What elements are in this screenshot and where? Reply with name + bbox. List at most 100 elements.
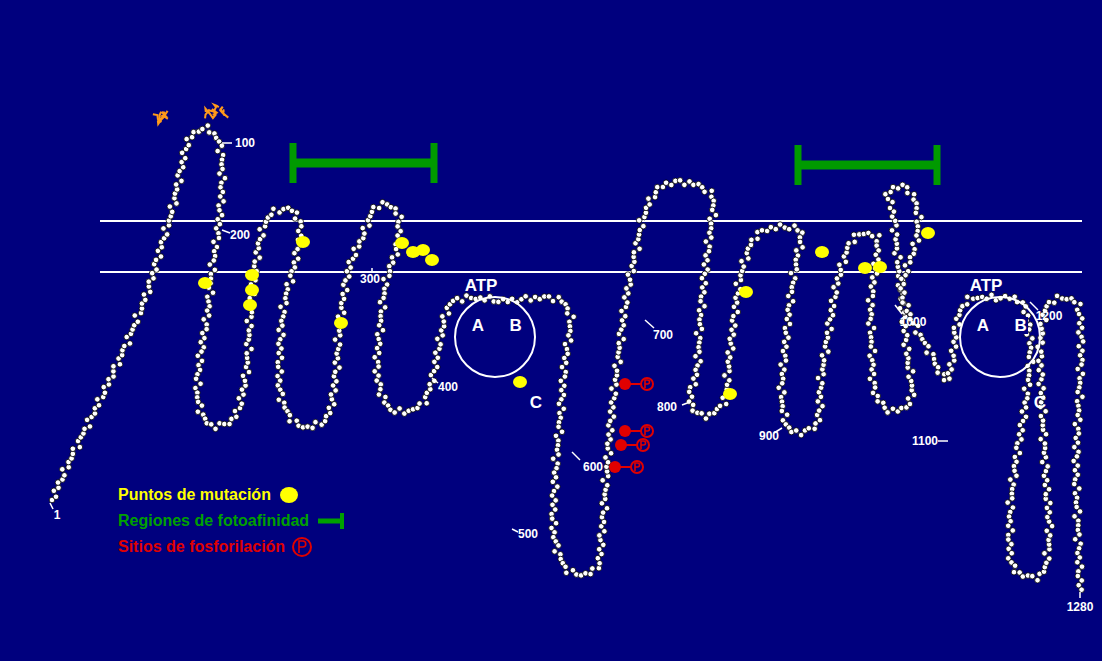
glycosylation (220, 107, 228, 118)
amino-acid (351, 246, 357, 252)
tick-mark (432, 378, 438, 383)
amino-acid (783, 358, 789, 364)
amino-acid (127, 341, 133, 347)
residue-number: 800 (657, 401, 677, 413)
amino-acid (906, 302, 912, 308)
amino-acid (588, 571, 594, 577)
tick-mark (371, 268, 373, 272)
amino-acid (377, 299, 383, 305)
amino-acid (292, 250, 298, 256)
amino-acid (1077, 509, 1083, 515)
amino-acid (907, 260, 913, 266)
chain-guide (52, 128, 1081, 590)
amino-acid (910, 241, 916, 247)
amino-acid (1072, 536, 1078, 542)
amino-acid (257, 255, 263, 261)
tick-mark (512, 529, 518, 532)
atp-circle (454, 296, 536, 378)
amino-acid (1080, 394, 1086, 400)
amino-acid (731, 313, 737, 319)
amino-acid (222, 421, 228, 427)
amino-acid (287, 412, 293, 418)
amino-acid (563, 564, 569, 570)
amino-acid (910, 369, 916, 375)
amino-acid (894, 259, 900, 265)
amino-acid (834, 290, 840, 296)
amino-acid (741, 264, 747, 270)
amino-acid (261, 233, 267, 239)
tick-mark (645, 320, 654, 328)
mutation-point (198, 277, 212, 289)
amino-acid (725, 350, 731, 356)
amino-acid (381, 276, 387, 282)
amino-acid (216, 235, 222, 241)
amino-acid (709, 188, 715, 194)
amino-acid (252, 259, 258, 265)
amino-acid (786, 293, 792, 299)
amino-acid (852, 239, 858, 245)
amino-acid (1079, 587, 1085, 593)
amino-acid (284, 300, 290, 306)
mutation-point (245, 269, 259, 281)
amino-acid (1044, 505, 1050, 511)
amino-acid (600, 477, 606, 483)
amino-acid (154, 267, 160, 273)
amino-acid (1038, 413, 1044, 419)
amino-acid (604, 482, 610, 488)
motif-letter: B (509, 317, 523, 334)
amino-acid (1079, 325, 1085, 331)
amino-acid (733, 281, 739, 287)
amino-acid (106, 382, 112, 388)
amino-acid (905, 396, 911, 402)
amino-acid (690, 402, 696, 408)
atp-binding-site: ATPAB (959, 296, 1041, 378)
amino-acid (561, 406, 567, 412)
tick-mark (572, 452, 580, 460)
amino-acid (794, 248, 800, 254)
amino-acid (964, 302, 970, 308)
amino-acid (344, 287, 350, 293)
amino-acid (924, 350, 930, 356)
amino-acid (1045, 464, 1051, 470)
amino-acid (182, 155, 188, 161)
residue-number: 700 (653, 329, 673, 341)
legend-text: Puntos de mutación (118, 486, 271, 504)
amino-acid (132, 313, 138, 319)
amino-acid (703, 239, 709, 245)
legend-swatch (277, 484, 311, 506)
legend-entry: Sitios de fosforilación (118, 534, 349, 560)
amino-acid (1071, 458, 1077, 464)
residue-number: 1200 (1036, 310, 1063, 322)
amino-acid (1077, 532, 1083, 538)
amino-acid (1014, 445, 1020, 451)
amino-acid (663, 180, 669, 186)
amino-acid (389, 255, 395, 261)
amino-acid (797, 239, 803, 245)
amino-acid (559, 364, 565, 370)
amino-acid (1039, 459, 1045, 465)
legend-text: Regiones de fotoafinidad (118, 512, 309, 530)
amino-acid (905, 190, 911, 196)
amino-acid-chain (49, 123, 1086, 593)
amino-acid (887, 205, 893, 211)
residue-number: 900 (759, 430, 779, 442)
amino-acid (213, 426, 219, 432)
amino-acid (1005, 500, 1011, 506)
mutation-point (334, 317, 348, 329)
amino-acid (784, 412, 790, 418)
amino-acid (280, 391, 286, 397)
amino-acid (327, 410, 333, 416)
amino-acid (169, 209, 175, 215)
amino-acid (424, 400, 430, 406)
amino-acid (399, 214, 405, 220)
amino-acid (619, 308, 625, 314)
amino-acid (208, 422, 214, 428)
amino-acid (817, 417, 823, 423)
amino-acid (717, 403, 723, 409)
photoaffinity-bracket (795, 145, 940, 185)
amino-acid (1038, 349, 1044, 355)
amino-acid (843, 259, 849, 265)
amino-acid (556, 543, 562, 549)
